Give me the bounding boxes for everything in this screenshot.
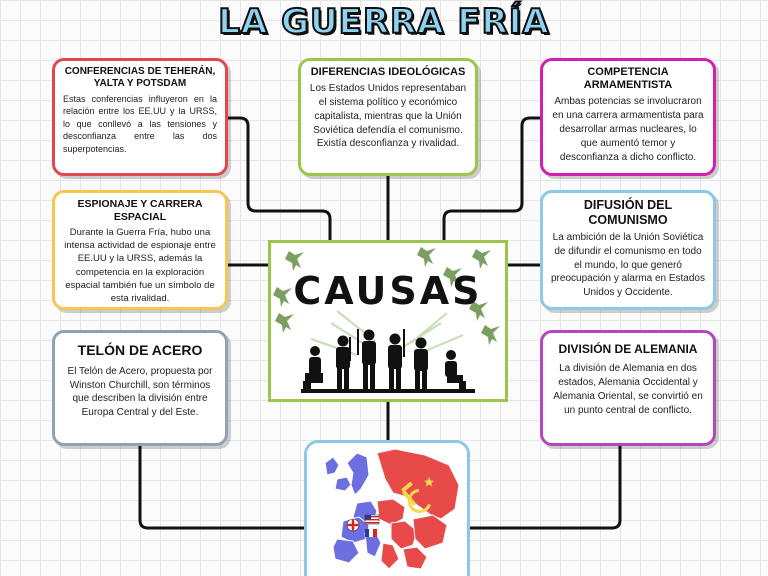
usa-flag-icon [364, 514, 380, 525]
jet-icon [481, 325, 500, 345]
box-ideologicas-title: DIFERENCIAS IDEOLÓGICAS [310, 66, 466, 78]
box-conferencias: CONFERENCIAS DE TEHERÁN, YALTA Y POTSDAM… [52, 58, 228, 176]
box-espionaje-title: ESPIONAJE Y CARRERA ESPACIAL [77, 198, 203, 223]
box-difusion-body: La ambición de la Unión Soviética de dif… [551, 232, 705, 299]
box-armamentista-body: Ambas potencias se involucraron en una c… [552, 96, 704, 163]
jet-icon [273, 287, 292, 307]
box-difusion-title: DIFUSIÓN DEL COMUNISMO [583, 198, 673, 227]
box-difusion: DIFUSIÓN DEL COMUNISMO La ambición de la… [540, 190, 716, 310]
box-alemania-title: DIVISIÓN DE ALEMANIA [558, 342, 698, 356]
box-telon-body: El Telón de Acero, propuesta por Winston… [67, 365, 213, 419]
jet-icon [417, 247, 436, 267]
box-alemania: DIVISIÓN DE ALEMANIA La división de Alem… [540, 330, 716, 446]
box-armamentista-title: COMPETENCIA ARMAMENTISTA [583, 66, 673, 92]
soldier-icon [445, 350, 466, 391]
connector-alemania [466, 444, 622, 530]
box-ideologicas: DIFERENCIAS IDEOLÓGICAS Los Estados Unid… [298, 58, 478, 176]
box-conferencias-body: Estas conferencias influyeron en la rela… [63, 94, 217, 154]
hammer-sickle-icon [401, 477, 434, 513]
box-conferencias-title: CONFERENCIAS DE TEHERÁN, YALTA Y POTSDAM [64, 66, 216, 89]
box-telon-title: TELÓN DE ACERO [77, 342, 203, 358]
soldier-icon [357, 329, 376, 391]
eastern-europe-region [376, 448, 460, 570]
box-ideologicas-body: Los Estados Unidos representaban el sist… [309, 83, 467, 150]
europe-divided-map [324, 448, 460, 570]
connector-conferencias [226, 116, 332, 244]
soldier-icon [303, 346, 323, 391]
center-causas-box: CAUSAS [268, 240, 508, 402]
jet-icon [472, 249, 491, 269]
connector-telon [138, 444, 308, 530]
uk-flag-icon [346, 518, 360, 532]
jet-trails [310, 310, 464, 356]
western-europe-region [324, 452, 382, 564]
soldier-silhouettes [301, 329, 475, 393]
jet-icon [285, 251, 304, 271]
box-espionaje: ESPIONAJE Y CARRERA ESPACIAL Durante la … [52, 190, 228, 310]
box-armamentista: COMPETENCIA ARMAMENTISTA Ambas potencias… [540, 58, 716, 176]
fighter-jets [273, 247, 500, 345]
france-flag-icon [365, 529, 377, 537]
jet-icon [443, 267, 462, 287]
europe-map [304, 440, 470, 576]
connector-armamentista [442, 116, 544, 244]
center-causas-label: CAUSAS [293, 269, 483, 313]
soldier-icon [414, 337, 428, 391]
box-telon: TELÓN DE ACERO El Telón de Acero, propue… [52, 330, 228, 446]
soldier-icon [388, 329, 405, 391]
jet-icon [275, 313, 294, 333]
page-title: LA GUERRA FRÍA [217, 1, 550, 43]
soldier-icon [336, 335, 351, 391]
jet-icon [469, 301, 488, 321]
box-espionaje-body: Durante la Guerra Fría, hubo una intensa… [64, 227, 216, 304]
box-alemania-body: La división de Alemania en dos estados, … [553, 363, 703, 416]
soldiers-jets-illustration [273, 247, 500, 393]
